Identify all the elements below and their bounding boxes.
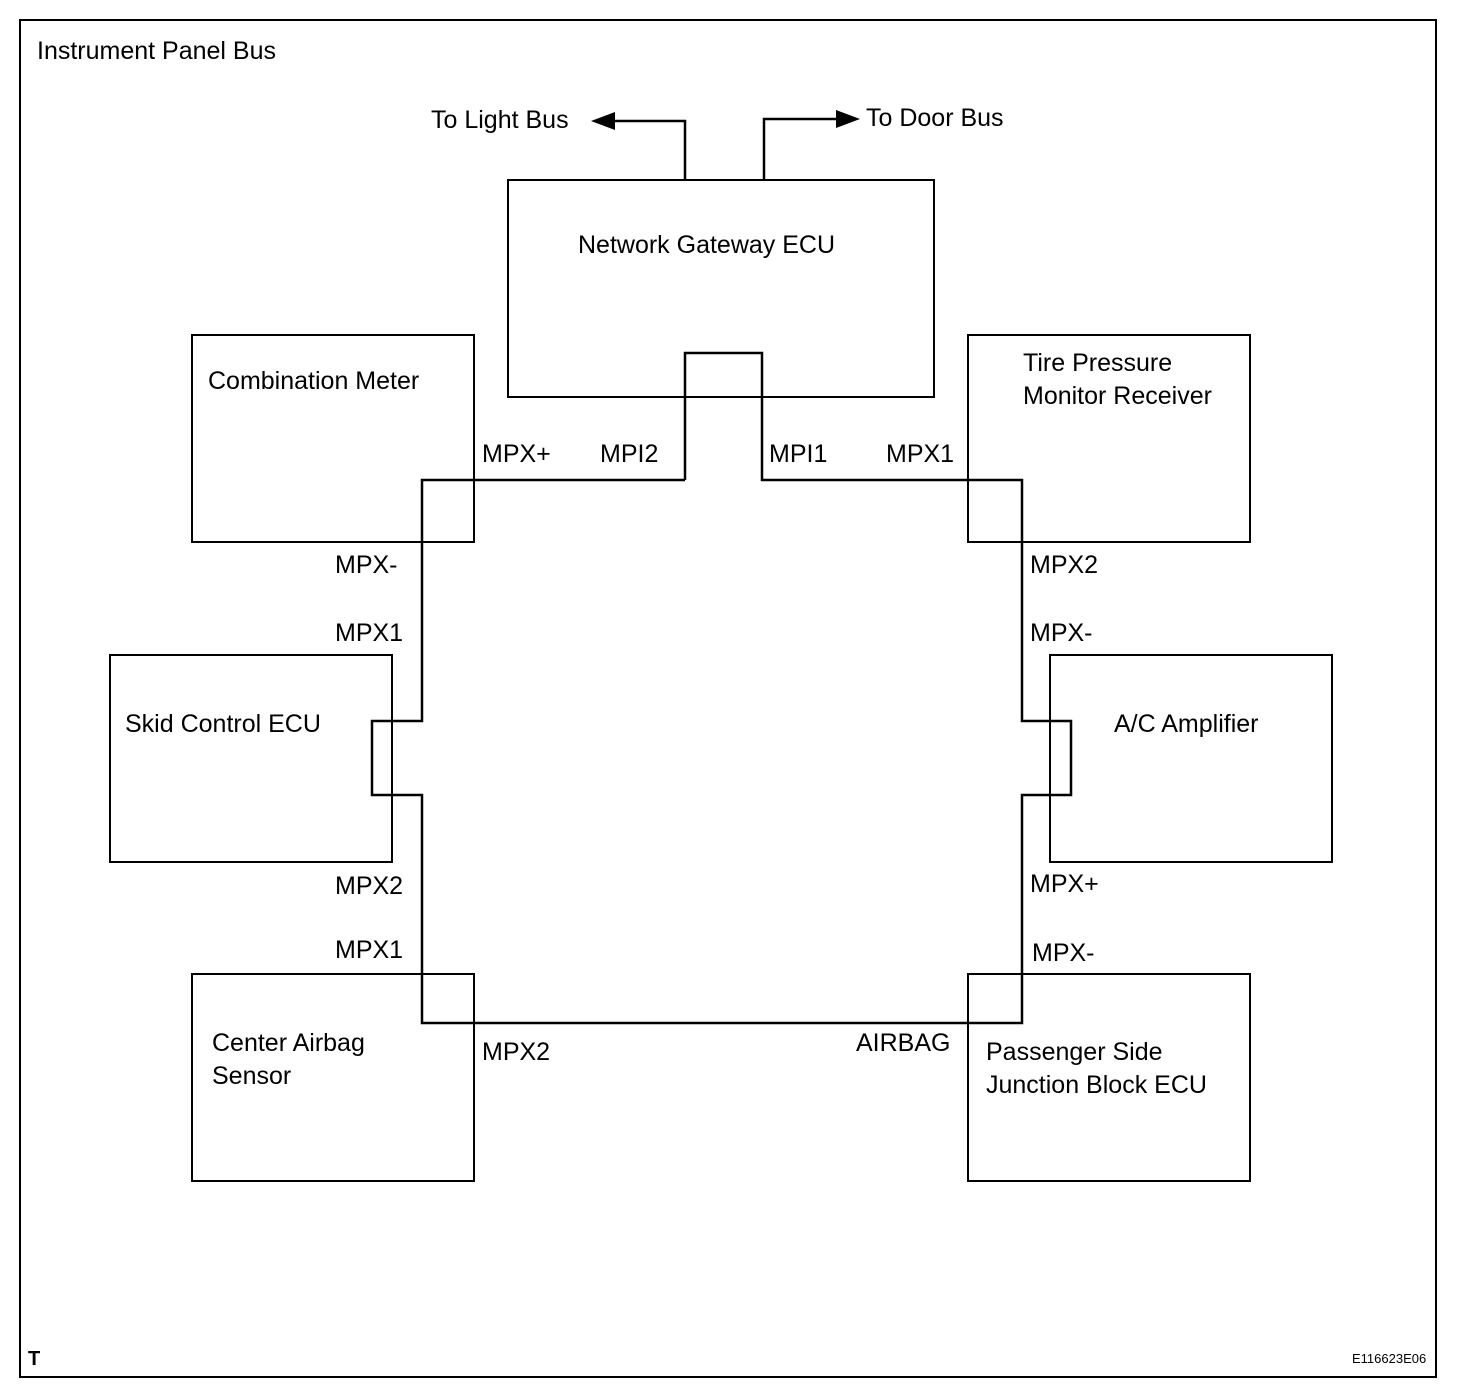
- diagram-frame: [19, 19, 1437, 1378]
- pin-ac-mpx-minus: MPX-: [1030, 619, 1093, 647]
- tire-pressure-monitor-box: [967, 334, 1251, 543]
- combination-meter-box: [191, 334, 475, 543]
- door-bus-wire: [762, 117, 845, 179]
- corner-mark: T: [28, 1348, 41, 1370]
- ac-amplifier-label: A/C Amplifier: [1114, 710, 1259, 738]
- pin-meter-mpx-plus: MPX+: [482, 440, 551, 468]
- pin-meter-mpx-minus: MPX-: [335, 551, 398, 579]
- skid-control-ecu-label: Skid Control ECU: [125, 710, 321, 738]
- pin-airbag-mpx1: MPX1: [335, 936, 404, 964]
- pin-jb-mpx-minus: MPX-: [1032, 939, 1095, 967]
- pin-tire-mpx2: MPX2: [1030, 551, 1099, 579]
- light-bus-wire: [605, 119, 687, 179]
- pin-skid-mpx2: MPX2: [335, 872, 404, 900]
- network-gateway-ecu-label: Network Gateway ECU: [578, 231, 836, 259]
- pin-airbag-mpx2: MPX2: [482, 1038, 551, 1066]
- bus-ring-wire: [370, 351, 1073, 1025]
- to-light-bus-label: To Light Bus: [431, 106, 569, 134]
- to-door-bus-label: To Door Bus: [866, 104, 1004, 132]
- figure-code: E116623E06: [1352, 1351, 1427, 1366]
- center-airbag-sensor-box: [191, 973, 475, 1182]
- passenger-jb-ecu-label: Passenger Side Junction Block ECU: [986, 1038, 1207, 1099]
- pin-tire-mpx1: MPX1: [886, 440, 955, 468]
- pin-skid-mpx1: MPX1: [335, 619, 404, 647]
- pin-ac-mpx-plus: MPX+: [1030, 870, 1099, 898]
- passenger-jb-ecu-box: [967, 973, 1251, 1182]
- combination-meter-label: Combination Meter: [208, 367, 420, 395]
- light-bus-arrow: [591, 112, 615, 130]
- center-airbag-sensor-label: Center Airbag Sensor: [212, 1029, 365, 1090]
- door-bus-arrow: [836, 110, 860, 128]
- pin-gateway-mpi2: MPI2: [600, 440, 659, 468]
- pin-gateway-mpi1: MPI1: [769, 440, 828, 468]
- skid-control-ecu-box: [109, 654, 393, 863]
- ac-amplifier-box: [1049, 654, 1333, 863]
- pin-jb-airbag: AIRBAG: [856, 1029, 951, 1057]
- diagram-title: Instrument Panel Bus: [37, 37, 277, 65]
- tire-pressure-monitor-label: Tire Pressure Monitor Receiver: [1023, 349, 1212, 410]
- network-gateway-ecu-box: [507, 179, 935, 398]
